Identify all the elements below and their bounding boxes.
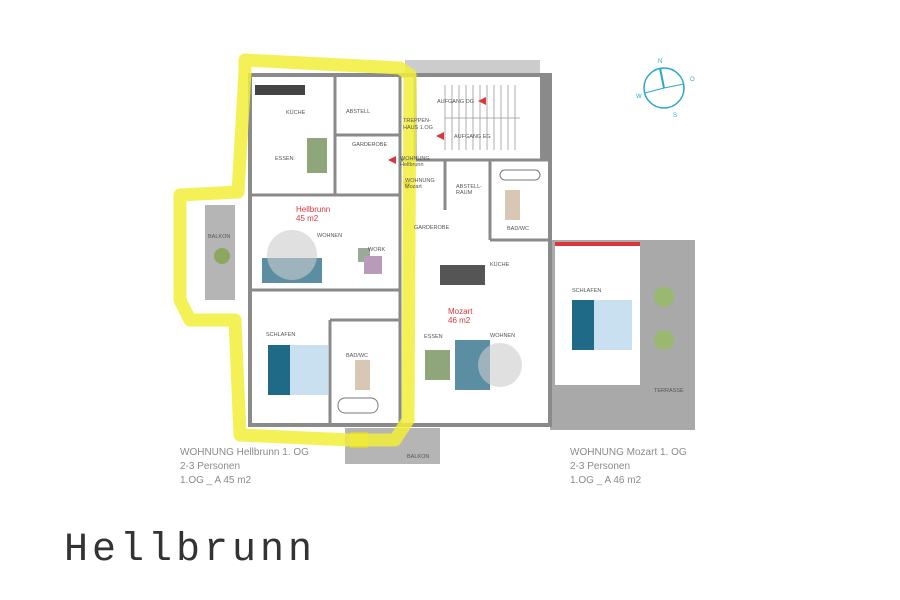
room-label: HAUS 1.OG — [403, 125, 433, 131]
caption-line: WOHNUNG Mozart 1. OG — [570, 447, 687, 458]
unit-name: Mozart — [448, 307, 473, 316]
dining-table-hellbrunn — [307, 138, 327, 173]
compass-s: S — [673, 113, 677, 119]
bathtub-mozart — [499, 169, 541, 181]
unit-area: 46 m2 — [448, 316, 471, 325]
caption-mozart: WOHNUNG Mozart 1. OG 2-3 Personen 1.OG _… — [570, 446, 687, 488]
room-label: TERRASSE — [654, 388, 684, 394]
room-label: BALKON — [407, 454, 429, 460]
room-label: Mozart — [405, 184, 422, 190]
roof-edge — [405, 60, 540, 75]
room-label: WOHNEN — [490, 333, 515, 339]
bed-cover-mozart — [572, 300, 594, 350]
room-label: GARDEROBE — [352, 142, 387, 148]
caption-hellbrunn: WOHNUNG Hellbrunn 1. OG 2-3 Personen 1.O… — [180, 446, 309, 488]
room-label: ABSTELL- — [456, 184, 482, 190]
room-label: Hellbrunn — [400, 162, 424, 168]
rug-mozart — [478, 343, 522, 387]
caption-line: 2-3 Personen — [180, 461, 241, 472]
room-label: WOHNUNG — [405, 178, 435, 184]
room-label: TREPPEN- — [403, 118, 431, 124]
terrace-edge — [555, 242, 640, 246]
plant — [654, 330, 674, 350]
room-label: SCHLAFEN — [266, 332, 295, 338]
bed-cover — [268, 345, 290, 395]
rug — [267, 230, 317, 280]
work-desk — [364, 256, 382, 274]
room-label: AUFGANG EG — [454, 134, 491, 140]
room-label: AUFGANG DG — [437, 99, 474, 105]
kitchen-island-mozart — [440, 265, 485, 285]
bath-mat-mozart — [505, 190, 520, 220]
dining-table-mozart — [425, 350, 450, 380]
room-label: KÜCHE — [490, 261, 510, 268]
interior-walls — [250, 75, 550, 425]
room-label: BALKON — [208, 234, 230, 240]
bath-mat — [355, 360, 370, 390]
unit-name: Hellbrunn — [296, 205, 330, 214]
room-label: BAD/WC — [507, 226, 529, 232]
room-label: RAUM — [456, 190, 473, 196]
caption-line: WOHNUNG Hellbrunn 1. OG — [180, 447, 309, 458]
wall — [540, 75, 550, 160]
room-label: WORK — [368, 247, 385, 253]
caption-line: 1.OG _ A 46 m2 — [570, 475, 642, 486]
unit-area: 45 m2 — [296, 214, 319, 223]
page-title: Hellbrunn — [64, 528, 317, 573]
room-label: KÜCHE — [286, 109, 306, 116]
plant — [654, 287, 674, 307]
staircase — [444, 85, 520, 150]
compass-icon: N O S W — [636, 59, 695, 119]
room-label: BAD/WC — [346, 353, 368, 359]
room-label: WOHNEN — [317, 233, 342, 239]
room-label: GARDEROBE — [414, 225, 449, 231]
compass-n: N — [658, 59, 662, 65]
room-label: SCHLAFEN — [572, 288, 601, 294]
room-label: ESSEN — [424, 334, 443, 340]
caption-line: 2-3 Personen — [570, 461, 631, 472]
bathtub-hellbrunn — [337, 397, 379, 414]
room-label: ABSTELL — [346, 109, 370, 115]
plant — [214, 248, 230, 264]
compass-o: O — [690, 77, 695, 83]
room-label: ESSEN — [275, 156, 294, 162]
compass-w: W — [636, 94, 642, 100]
room-label: WOHNUNG — [400, 156, 430, 162]
kitchen-counter — [255, 85, 305, 95]
hellbrunn-highlight — [173, 53, 417, 447]
caption-line: 1.OG _ A 45 m2 — [180, 475, 252, 486]
